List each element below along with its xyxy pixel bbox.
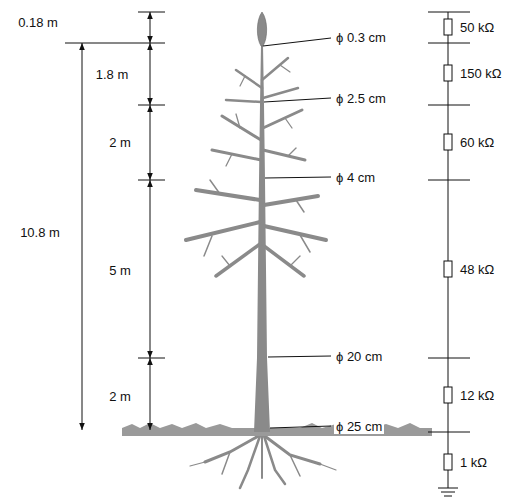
diameter-label: ϕ 0.3 cm: [334, 30, 388, 45]
ground-symbol: [444, 496, 452, 497]
resistor-symbol: [444, 65, 452, 81]
diameter-label: ϕ 4 cm: [334, 170, 377, 185]
ground-symbol: [438, 488, 458, 489]
roots: [190, 434, 336, 488]
resistance-label: 48 kΩ: [458, 262, 496, 277]
resistance-label: 12 kΩ: [458, 388, 496, 403]
resistor-symbol: [444, 19, 452, 35]
dimension-label: 0.18 m: [16, 15, 60, 30]
tree-tip: [257, 12, 266, 46]
dimension-lines: [65, 12, 165, 430]
branches: [186, 58, 326, 276]
resistance-label: 150 kΩ: [458, 66, 504, 81]
resistor-symbol: [444, 387, 452, 403]
grass: [122, 423, 432, 428]
dimension-label: 2 m: [107, 135, 133, 150]
resistance-label: 50 kΩ: [458, 20, 496, 35]
resistor-symbol: [444, 454, 452, 470]
ground-symbol: [441, 492, 455, 493]
resistor-symbol: [444, 134, 452, 150]
trunk: [254, 45, 270, 432]
resistor-symbol: [444, 261, 452, 277]
diameter-label: ϕ 2.5 cm: [334, 91, 388, 106]
resistance-label: 60 kΩ: [458, 135, 496, 150]
leader-lines: [263, 38, 331, 428]
diameter-label: ϕ 25 cm: [334, 419, 384, 434]
dimension-label: 2 m: [107, 389, 133, 404]
resistance-label: 1 kΩ: [458, 455, 489, 470]
dimension-label: 10.8 m: [18, 225, 62, 240]
resistor-chain: [428, 12, 470, 496]
diameter-label: ϕ 20 cm: [334, 349, 384, 364]
dimension-label: 1.8 m: [94, 67, 131, 82]
dimension-label: 5 m: [107, 263, 133, 278]
ground: [122, 428, 432, 436]
